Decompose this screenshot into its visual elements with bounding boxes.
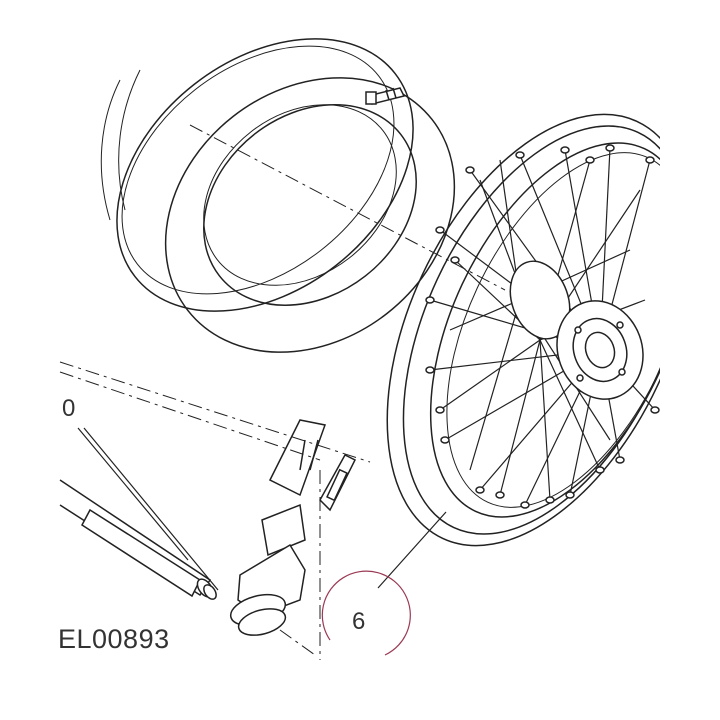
wheel-axle: [59, 479, 217, 600]
center-lines: [59, 124, 506, 660]
spoke-nipples: [425, 144, 660, 509]
callout-circle-6: [321, 570, 411, 656]
fork-leg: [229, 419, 357, 636]
wheel-hub: [509, 260, 644, 400]
tyre: [100, 38, 456, 353]
callout-label-6: 6: [352, 608, 366, 635]
valve-stem: [365, 87, 406, 105]
spoked-wheel: [386, 113, 660, 547]
reference-code: EL00893: [58, 624, 170, 654]
leader-lines: [77, 427, 447, 591]
callout-label-left: 0: [62, 395, 76, 422]
